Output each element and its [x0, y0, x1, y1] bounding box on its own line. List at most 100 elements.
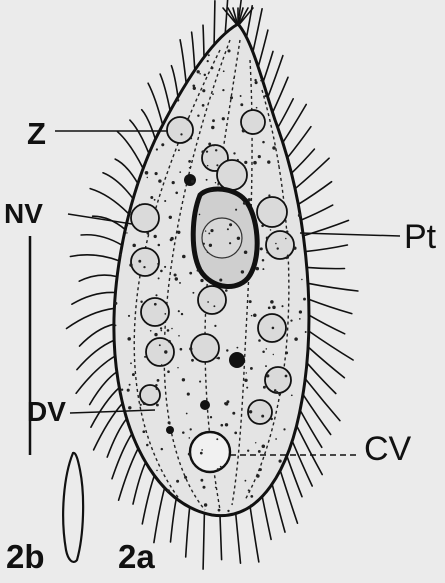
stipple-dot — [115, 325, 117, 327]
figure-label-2b: 2b — [6, 540, 45, 573]
stipple-dot — [150, 196, 153, 199]
figure-label-2a: 2a — [118, 540, 155, 573]
cilium — [148, 83, 163, 125]
stipple-dot — [146, 232, 149, 235]
stipple-dot — [242, 129, 246, 133]
stipple-dot — [273, 354, 274, 355]
stipple-dot — [235, 209, 237, 211]
cilium — [130, 120, 149, 154]
stipple-dot — [272, 146, 275, 149]
stipple-dot — [182, 378, 185, 381]
stipple-dot — [156, 388, 158, 390]
stipple-dot — [243, 202, 246, 205]
stipple-dot — [154, 235, 157, 238]
stipple-dot — [225, 423, 228, 426]
label-nv: NV — [4, 200, 43, 228]
cilium — [90, 372, 117, 405]
stipple-dot — [298, 214, 301, 217]
stipple-dot — [234, 432, 237, 435]
label-cv: CV — [364, 432, 411, 466]
cilium — [236, 513, 241, 563]
stipple-dot — [198, 296, 199, 297]
stipple-dot — [253, 314, 257, 318]
stipple-dot — [157, 379, 160, 382]
stipple-dot — [178, 335, 180, 337]
stipple-dot — [258, 339, 261, 342]
stipple-dot — [114, 302, 117, 305]
stipple-dot — [294, 337, 298, 341]
stipple-dot — [262, 268, 264, 270]
stipple-dot — [127, 389, 130, 392]
stipple-dot — [277, 247, 279, 249]
stipple-dot — [244, 165, 246, 167]
stipple-dot — [253, 161, 257, 165]
stipple-dot — [169, 216, 172, 219]
stipple-dot — [180, 348, 183, 351]
contractile-vacuole — [190, 432, 230, 472]
stipple-dot — [129, 384, 131, 386]
stipple-dot — [138, 260, 141, 263]
stipple-dot — [232, 412, 235, 415]
stipple-dot — [293, 247, 296, 250]
stipple-dot — [286, 230, 289, 233]
cilium — [107, 419, 127, 458]
stipple-dot — [265, 365, 267, 367]
stipple-dot — [120, 254, 122, 256]
stipple-dot — [175, 277, 178, 280]
stipple-dot — [223, 70, 225, 72]
stipple-dot — [139, 204, 141, 206]
cilium — [91, 388, 119, 428]
stipple-dot — [199, 214, 201, 216]
stipple-dot — [199, 73, 201, 75]
stipple-dot — [230, 96, 233, 99]
stipple-dot — [270, 300, 274, 304]
stipple-dot — [189, 272, 192, 275]
stipple-dot — [268, 194, 270, 196]
cilium — [309, 315, 345, 334]
cilium — [81, 235, 122, 245]
stipple-dot — [128, 315, 130, 317]
stipple-dot — [226, 400, 229, 403]
cilium — [295, 158, 329, 189]
stipple-dot — [272, 327, 275, 330]
stipple-dot — [158, 179, 161, 182]
cilium — [303, 394, 331, 434]
stipple-dot — [189, 347, 192, 350]
stipple-dot — [290, 319, 292, 321]
stipple-dot — [161, 143, 164, 146]
cilium — [262, 496, 271, 539]
stipple-dot — [207, 60, 209, 62]
cilium — [301, 205, 333, 220]
stipple-dot — [206, 179, 208, 181]
cilium — [220, 516, 222, 560]
stipple-dot — [129, 263, 132, 266]
stipple-dot — [237, 237, 240, 240]
stipple-dot — [155, 172, 158, 175]
cilium — [94, 403, 123, 450]
stipple-dot — [222, 89, 224, 91]
stipple-dot — [266, 348, 268, 350]
stipple-dot — [241, 270, 244, 273]
stipple-dot — [262, 445, 266, 449]
stipple-dot — [143, 266, 145, 268]
cilium — [297, 426, 323, 475]
stipple-dot — [285, 375, 288, 378]
stipple-dot — [156, 148, 158, 150]
stipple-dot — [130, 362, 132, 364]
cilium — [263, 51, 273, 82]
cilium — [305, 379, 340, 421]
stipple-dot — [184, 476, 187, 479]
stipple-dot — [186, 413, 188, 415]
stipple-dot — [126, 225, 128, 227]
stipple-dot — [179, 171, 181, 173]
stipple-dot — [225, 289, 228, 292]
stipple-dot — [233, 77, 235, 79]
cilium — [307, 267, 345, 268]
cilium — [291, 149, 314, 173]
stipple-dot — [204, 74, 206, 76]
stipple-dot — [236, 347, 238, 349]
stipple-dot — [188, 160, 191, 163]
label-pt: Pt — [404, 220, 436, 254]
stipple-dot — [227, 510, 229, 512]
